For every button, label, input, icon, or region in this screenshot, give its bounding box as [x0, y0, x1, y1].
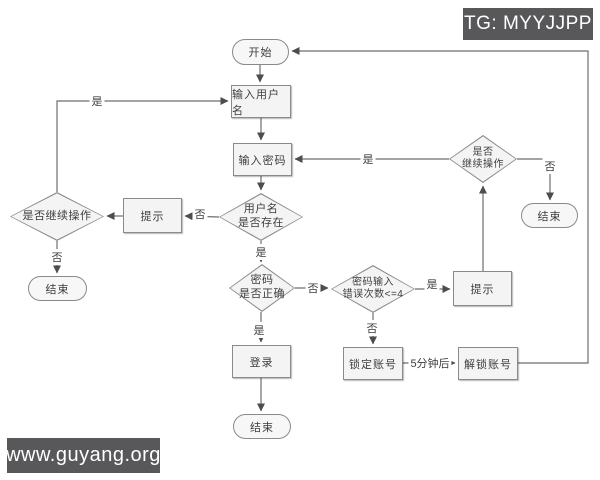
node-continue-left-label: 是否继续操作 [22, 209, 92, 222]
node-end-right-label: 结束 [537, 210, 562, 223]
site-watermark: www.guyang.org [6, 438, 160, 473]
edge-label-yes-username-exists: 是 [253, 244, 269, 260]
node-unlock-account: 解锁账号 [458, 347, 518, 380]
node-login: 登录 [232, 345, 291, 378]
node-continue-left: 是否继续操作 [10, 192, 104, 241]
edge-label-yes-error-count: 是 [424, 276, 440, 292]
tg-badge: TG: MYYJJPP [463, 8, 593, 40]
node-error-count: 密码输入 错误次数<=4 [331, 265, 415, 313]
node-login-label: 登录 [249, 356, 274, 369]
node-end-bottom-label: 结束 [250, 421, 274, 434]
node-lock-account: 锁定账号 [343, 347, 403, 380]
node-input-password-label: 输入密码 [238, 154, 287, 167]
node-prompt-left-label: 提示 [140, 210, 165, 223]
node-error-count-label: 密码输入 错误次数<=4 [342, 276, 404, 301]
node-prompt-right: 提示 [453, 271, 512, 306]
node-end-right: 结束 [521, 203, 578, 228]
node-username-exists-label: 用户名 是否存在 [238, 203, 284, 229]
node-input-username-label: 输入用户名 [232, 88, 280, 117]
node-unlock-account-label: 解锁账号 [464, 358, 512, 371]
node-end-left: 结束 [28, 276, 87, 301]
edge-label-after-5-minutes: 5分钟后 [408, 355, 452, 371]
node-input-password: 输入密码 [233, 143, 292, 176]
edge-label-no-error-count: 否 [364, 320, 380, 336]
edge-label-no-username-exists: 否 [192, 206, 208, 222]
edge-label-yes-continue-right: 是 [360, 151, 376, 167]
node-prompt-left: 提示 [123, 198, 182, 233]
node-continue-right: 是否 继续操作 [449, 135, 517, 183]
edge-label-no-password: 否 [305, 280, 321, 296]
node-username-exists: 用户名 是否存在 [219, 193, 303, 241]
node-start-label: 开始 [248, 47, 273, 59]
edge-label-yes-password: 是 [251, 322, 267, 338]
node-continue-right-label: 是否 继续操作 [462, 146, 504, 171]
edge-label-no-continue-left: 否 [49, 249, 65, 265]
node-lock-account-label: 锁定账号 [349, 358, 397, 371]
node-end-bottom: 结束 [233, 414, 291, 439]
node-end-left-label: 结束 [45, 283, 70, 296]
node-password-correct: 密码 是否正确 [229, 264, 295, 312]
node-input-username: 输入用户名 [231, 85, 291, 118]
node-prompt-right-label: 提示 [470, 283, 495, 296]
edge-label-yes-loop-username: 是 [89, 93, 105, 109]
node-password-correct-label: 密码 是否正确 [239, 274, 285, 300]
node-start: 开始 [232, 39, 289, 65]
edge-label-no-continue-right: 否 [542, 158, 558, 174]
